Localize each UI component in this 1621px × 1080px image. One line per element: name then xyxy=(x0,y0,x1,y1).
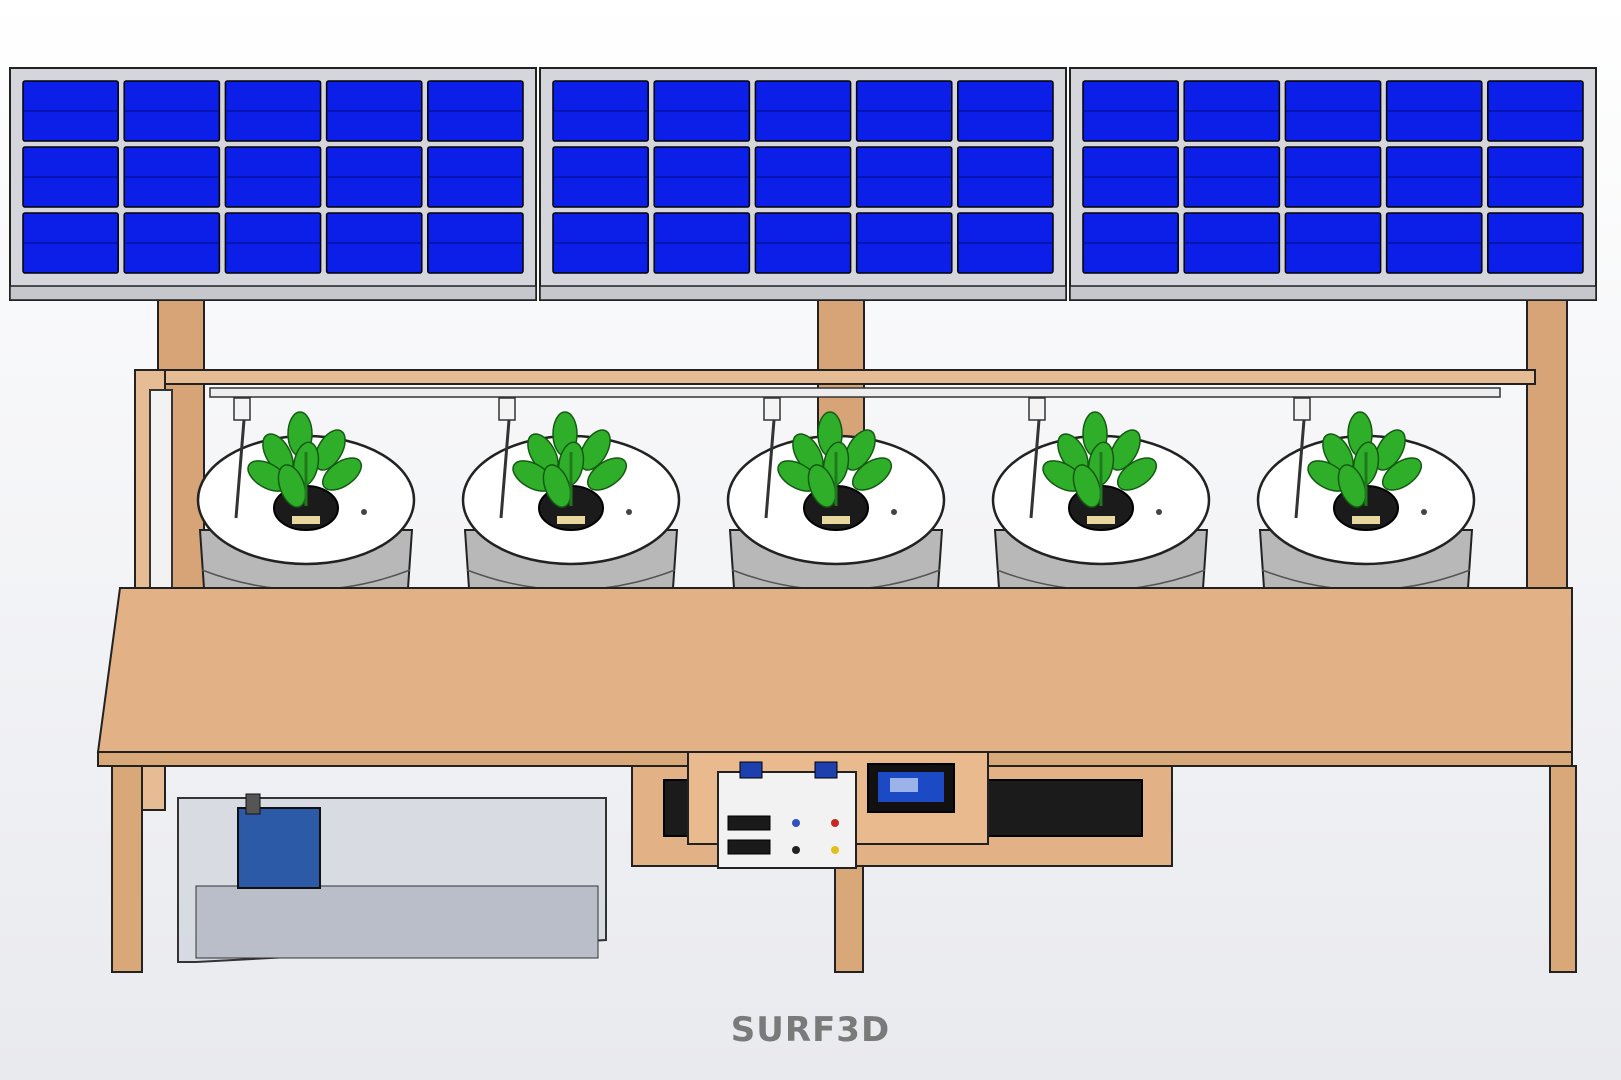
table-leg-left xyxy=(111,765,143,973)
submersible-pump xyxy=(237,807,321,889)
plant-leaf xyxy=(277,464,307,508)
display-bottom xyxy=(727,839,771,855)
grow-medium xyxy=(822,516,850,524)
solar-panel-edge xyxy=(1069,285,1597,301)
plant-leaf xyxy=(579,429,611,471)
pump-outlet xyxy=(245,793,261,815)
solar-panel-edge xyxy=(9,285,537,301)
plant-leaf xyxy=(1374,429,1406,471)
grow-medium xyxy=(292,516,320,524)
lid-fitting xyxy=(1156,509,1162,515)
indicator-blue xyxy=(792,819,800,827)
drip-emitter xyxy=(1028,397,1046,421)
lid-fitting xyxy=(626,509,632,515)
plant-leaf xyxy=(1337,464,1367,508)
lid-fitting xyxy=(361,509,367,515)
plant-leaf xyxy=(851,457,893,491)
plant-leaf xyxy=(1072,464,1102,508)
control-box xyxy=(717,761,857,869)
reservoir-tank xyxy=(177,793,607,963)
plant-leaf xyxy=(1381,457,1423,491)
relay-module-left xyxy=(739,761,763,779)
indicator-red xyxy=(831,819,839,827)
display-top xyxy=(727,815,771,831)
plant-leaf xyxy=(542,464,572,508)
lid-fitting xyxy=(891,509,897,515)
solar-panel-array xyxy=(9,67,1597,301)
drain-pipe xyxy=(149,389,173,591)
controller-screen xyxy=(890,778,918,792)
plant-leaf xyxy=(1109,429,1141,471)
relay-module-right xyxy=(814,761,838,779)
back-frame xyxy=(134,369,1536,385)
charge-controller xyxy=(867,763,955,813)
grow-medium xyxy=(1087,516,1115,524)
drip-line xyxy=(499,419,511,519)
supply-pipe xyxy=(209,387,1501,398)
support-post-right xyxy=(1526,289,1568,591)
plant-leaf xyxy=(1116,457,1158,491)
drip-line xyxy=(234,419,246,519)
grow-medium xyxy=(557,516,585,524)
grow-medium xyxy=(1352,516,1380,524)
drip-line xyxy=(1294,419,1306,519)
watermark: SURF3D xyxy=(730,1010,891,1050)
reservoir-water xyxy=(195,885,599,959)
plant-leaf xyxy=(314,429,346,471)
drip-emitter xyxy=(1293,397,1311,421)
indicator-yellow xyxy=(831,846,839,854)
plant-leaf xyxy=(844,429,876,471)
drip-emitter xyxy=(763,397,781,421)
lid-fitting xyxy=(1421,509,1427,515)
indicator-black xyxy=(792,846,800,854)
plant-leaf xyxy=(807,464,837,508)
solar-panel-edge xyxy=(539,285,1067,301)
drip-emitter xyxy=(498,397,516,421)
plant-leaf xyxy=(586,457,628,491)
table-top xyxy=(96,587,1573,753)
drip-line xyxy=(1029,419,1041,519)
table-leg-right xyxy=(1549,765,1577,973)
drip-emitter xyxy=(233,397,251,421)
plant-leaf xyxy=(321,457,363,491)
drip-line xyxy=(764,419,776,519)
